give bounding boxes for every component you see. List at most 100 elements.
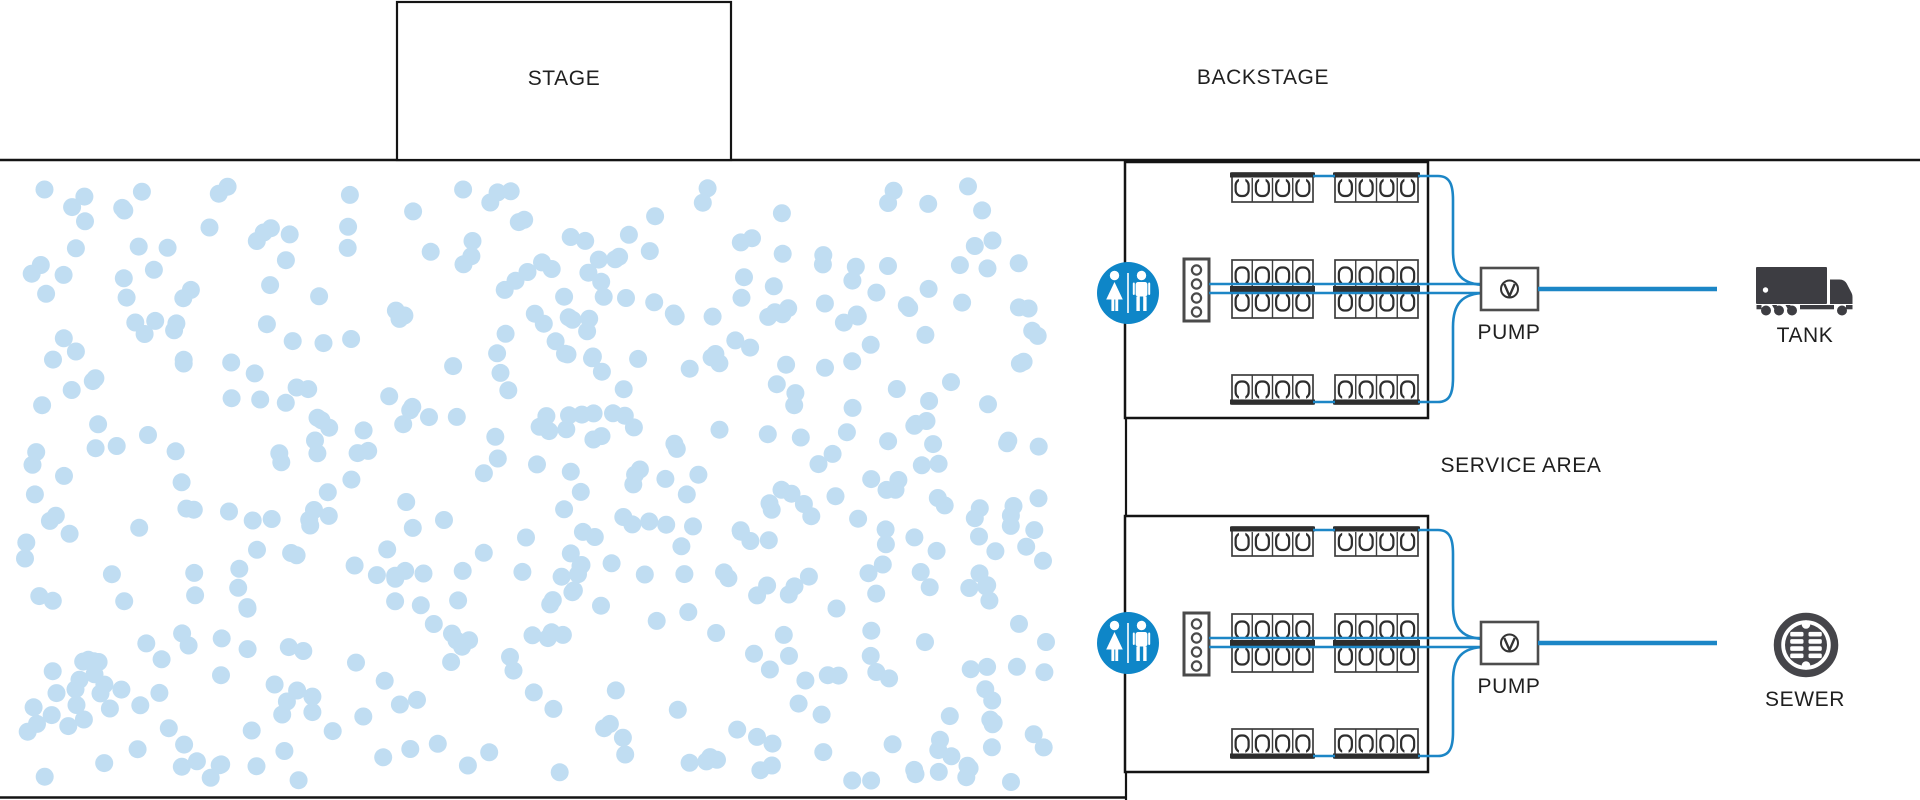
toilet-icon (1400, 292, 1416, 312)
crowd-person-dot (802, 507, 821, 526)
crowd-person-dot (592, 596, 610, 615)
crowd-person-dot (640, 242, 659, 261)
crowd-person-dot (579, 263, 598, 282)
crowd-person-dot (1010, 614, 1028, 633)
toilet-icon (1379, 531, 1395, 552)
crowd-person-dot (668, 700, 687, 719)
crowd-person-dot (759, 531, 778, 550)
crowd-person-dot (454, 180, 473, 199)
crowd-person-dot (114, 269, 133, 288)
crowd-person-dot (289, 771, 308, 790)
crowd-person-dot (862, 470, 881, 489)
crowd-person-dot (827, 599, 846, 618)
crowd-person-dot (131, 696, 150, 715)
toilet-icon (1400, 646, 1416, 666)
crowd-person-dot (561, 544, 580, 563)
crowd-person-dot (1009, 254, 1028, 273)
crowd-person-dot (592, 362, 611, 381)
crowd-person-dot (546, 332, 565, 351)
crowd-person-dot (294, 642, 313, 660)
toilet-icon (1254, 292, 1270, 312)
crowd-person-dot (501, 647, 519, 666)
toilet-bank-double (1230, 259, 1315, 319)
crowd-person-dot (843, 771, 862, 790)
crowd-person-dot (815, 294, 834, 313)
crowd-person-dot (672, 537, 691, 556)
crowd-person-dot (862, 621, 881, 640)
crowd-person-dot (751, 761, 770, 780)
urinal-unit (1182, 611, 1211, 677)
crowd-person-dot (44, 350, 62, 369)
crowd-person-dot (75, 187, 94, 206)
crowd-person-dot (342, 330, 361, 348)
crowd-person-dot (212, 666, 230, 685)
crowd-person-dot (458, 756, 477, 775)
toilet-bank (1333, 172, 1420, 203)
crowd-person-dot (867, 283, 886, 302)
crowd-person-dot (401, 740, 420, 758)
crowd-person-dot (543, 591, 562, 610)
toilet-icon (1295, 292, 1311, 312)
crowd-person-dot (35, 767, 54, 786)
crowd-person-dot (564, 581, 583, 600)
crowd-person-dot (679, 603, 698, 622)
crowd-person-dot (777, 355, 796, 374)
crowd-person-dot (481, 193, 500, 212)
crowd-person-dot (920, 578, 939, 597)
crowd-person-dot (27, 443, 46, 462)
crowd-person-dot (552, 567, 571, 586)
crowd-person-dot (86, 439, 105, 458)
toilet-icon (1234, 531, 1250, 552)
crowd-person-dot (772, 204, 791, 223)
crowd-person-dot (623, 515, 642, 534)
crowd-person-dot (929, 454, 948, 473)
crowd-person-dot (635, 565, 654, 584)
toilet-bank (1230, 172, 1315, 203)
crowd-person-dot (414, 564, 433, 583)
crowd-person-dot (906, 765, 925, 784)
crowd-person-dot (375, 671, 394, 690)
crowd-person-dot (262, 510, 281, 528)
crowd-person-dot (340, 185, 359, 204)
crowd-person-dot (159, 719, 178, 738)
crowd-person-dot (283, 332, 302, 351)
stage-outline (395, 0, 733, 162)
crowd-person-dot (173, 624, 192, 643)
toilet-block-backstage (1123, 160, 1487, 420)
crowd-person-dot (42, 706, 61, 725)
crowd-person-dot (594, 287, 613, 306)
restroom-sign-bottom (1097, 612, 1159, 674)
crowd-person-dot (897, 296, 916, 315)
crowd-person-dot (953, 293, 972, 312)
crowd-person-dot (542, 260, 561, 278)
crowd-person-dot (735, 268, 753, 287)
service-area-label: SERVICE AREA (1440, 454, 1602, 477)
crowd-person-dot (318, 483, 337, 502)
crowd-person-dot (378, 540, 397, 559)
crowd-person-dot (675, 565, 694, 584)
toilet-bank (1333, 374, 1420, 405)
crowd-person-dot (905, 528, 924, 547)
toilet-icon (1234, 646, 1250, 666)
crowd-person-dot (677, 485, 696, 504)
toilet-bank-double (1333, 613, 1420, 673)
crowd-person-dot (276, 251, 295, 270)
crowd-person-dot (342, 470, 361, 489)
crowd-person-dot (646, 207, 665, 226)
crowd-person-dot (731, 233, 750, 252)
crowd-person-dot (462, 247, 481, 266)
crowd-person-dot (435, 511, 453, 529)
crowd-person-dot (172, 473, 191, 492)
crowd-person-dot (689, 465, 708, 484)
crowd-person-dot (63, 198, 82, 217)
toilet-blocks (1123, 160, 1487, 774)
crowd-person-dot (1024, 725, 1043, 744)
crowd-person-dot (30, 587, 49, 606)
crowd-person-dot (602, 554, 621, 573)
crowd-person-dot (1029, 489, 1048, 508)
crowd-person-dot (209, 184, 228, 203)
crowd-person-dot (924, 435, 943, 454)
crowd-person-dot (773, 244, 792, 263)
toilet-icon (1254, 734, 1270, 754)
restroom-sign-top (1097, 262, 1159, 324)
